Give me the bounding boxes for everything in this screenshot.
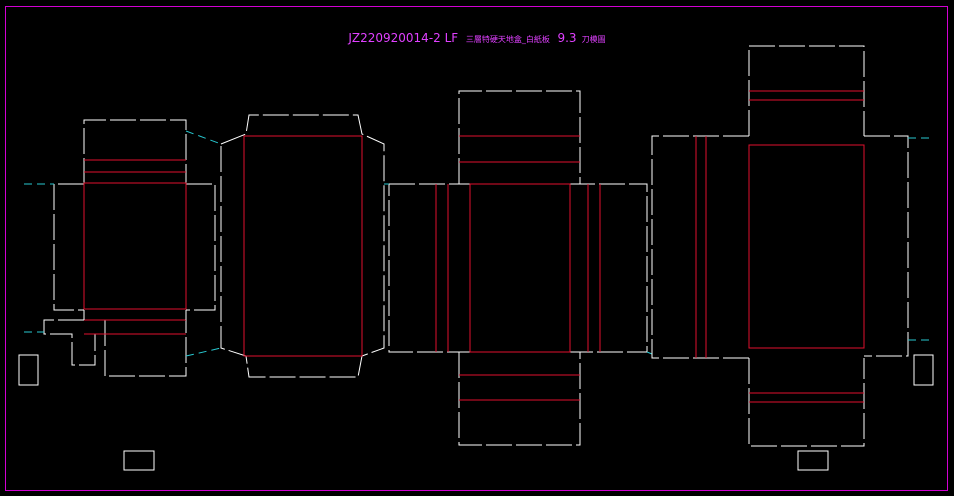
- registration-mark: [123, 450, 155, 471]
- net-panel-3: [384, 90, 653, 446]
- drawing-size: 9.3: [557, 31, 577, 45]
- net-panel-4: [651, 45, 930, 447]
- net-panel-2: [220, 114, 385, 378]
- drawing-title: JZ220920014-2 LF 三層特硬天地盒_白紙板 9.3 刀模圖: [0, 31, 954, 45]
- registration-mark: [913, 354, 934, 386]
- drawing-description: 三層特硬天地盒_白紙板: [465, 35, 550, 44]
- registration-mark: [797, 450, 829, 471]
- drawing-code: JZ220920014-2 LF: [348, 31, 459, 45]
- net-panel-1: [24, 119, 222, 377]
- drawing-tail: 刀模圖: [581, 35, 606, 44]
- registration-mark: [18, 354, 39, 386]
- drawing-frame: [5, 6, 948, 491]
